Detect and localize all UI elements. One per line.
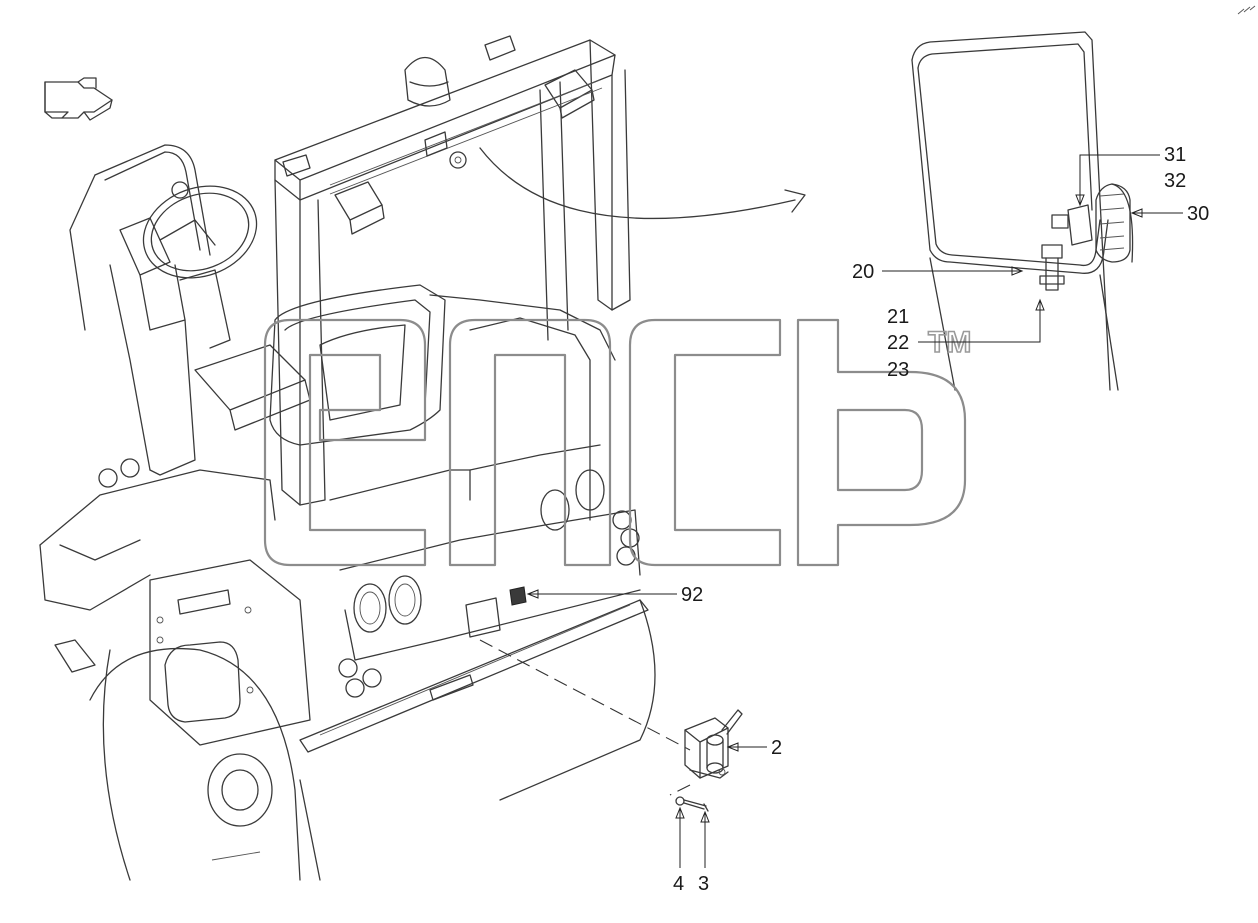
machine-body bbox=[39, 294, 649, 753]
callout-92: 92 bbox=[681, 584, 703, 606]
roller-drum bbox=[54, 559, 656, 881]
callout-2: 2 bbox=[771, 737, 782, 759]
callout-31: 31 bbox=[1164, 144, 1186, 166]
callout-22: 22 bbox=[887, 332, 909, 354]
scale-mark-icon bbox=[1237, 5, 1256, 15]
callout-21: 21 bbox=[887, 306, 909, 328]
callout-23: 23 bbox=[887, 359, 909, 381]
rops-frame bbox=[274, 35, 806, 506]
operator-station bbox=[69, 144, 258, 488]
hitch-bracket-part bbox=[684, 709, 743, 779]
assembly-guide-line bbox=[479, 639, 691, 751]
callout-32: 32 bbox=[1164, 170, 1186, 192]
callout-20: 20 bbox=[852, 261, 874, 283]
callout-4: 4 bbox=[673, 873, 684, 895]
mirror-detail bbox=[911, 31, 1134, 391]
callout-30: 30 bbox=[1187, 203, 1209, 225]
leader-lines bbox=[526, 154, 1183, 868]
pin-parts bbox=[675, 796, 709, 812]
operator-seat bbox=[194, 284, 446, 446]
callout-3: 3 bbox=[698, 873, 709, 895]
pin-guide-line bbox=[669, 784, 691, 796]
direction-arrow-icon bbox=[44, 77, 113, 121]
